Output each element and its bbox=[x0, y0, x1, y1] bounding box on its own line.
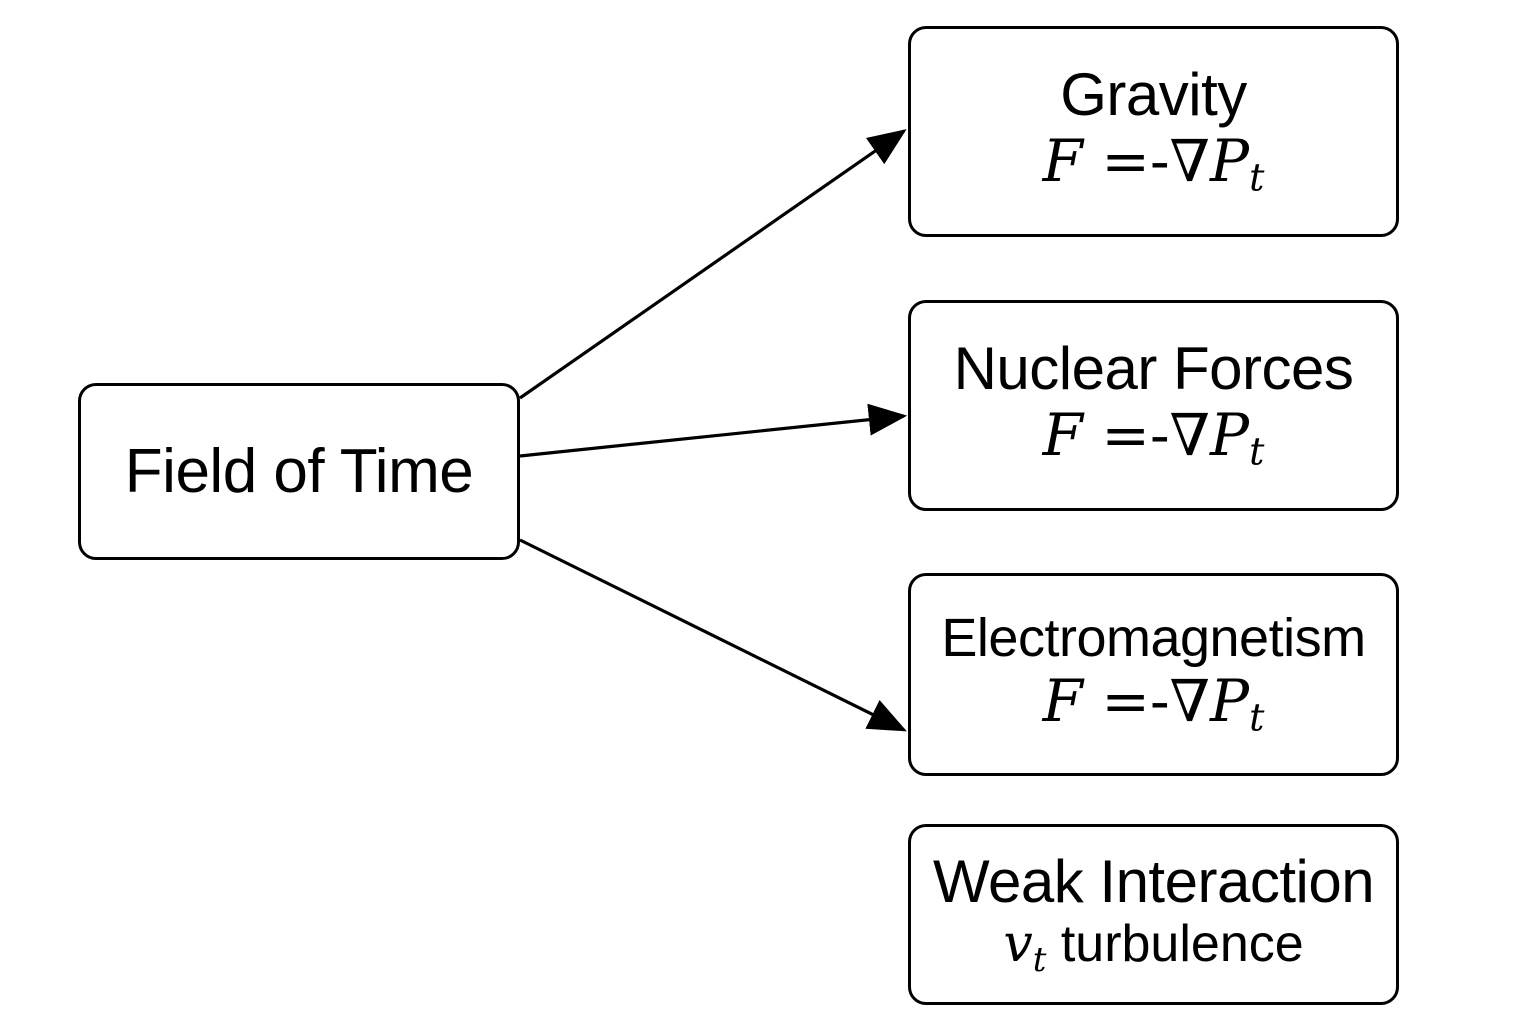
gravity-node: Gravity F =-∇Pt bbox=[908, 26, 1399, 237]
nuclear-forces-formula: F =-∇Pt bbox=[1042, 401, 1265, 474]
field-of-time-node: Field of Time bbox=[78, 383, 520, 560]
electromagnetism-node: Electromagnetism F =-∇Pt bbox=[908, 573, 1399, 776]
gravity-formula: F =-∇Pt bbox=[1042, 127, 1265, 200]
arrow-to-electromagnetism bbox=[519, 538, 907, 732]
field-of-time-label: Field of Time bbox=[124, 437, 474, 506]
nuclear-forces-title: Nuclear Forces bbox=[953, 335, 1354, 403]
electromagnetism-formula: F =-∇Pt bbox=[1042, 667, 1265, 740]
gravity-title: Gravity bbox=[1060, 61, 1247, 129]
electromagnetism-title: Electromagnetism bbox=[941, 607, 1366, 668]
weak-interaction-subtitle: vt turbulence bbox=[1003, 913, 1304, 981]
weak-interaction-node: Weak Interaction vt turbulence bbox=[908, 824, 1399, 1005]
arrow-to-gravity bbox=[519, 129, 907, 400]
arrow-to-nuclear-forces bbox=[519, 403, 908, 458]
nuclear-forces-node: Nuclear Forces F =-∇Pt bbox=[908, 300, 1399, 511]
weak-interaction-title: Weak Interaction bbox=[932, 847, 1375, 915]
